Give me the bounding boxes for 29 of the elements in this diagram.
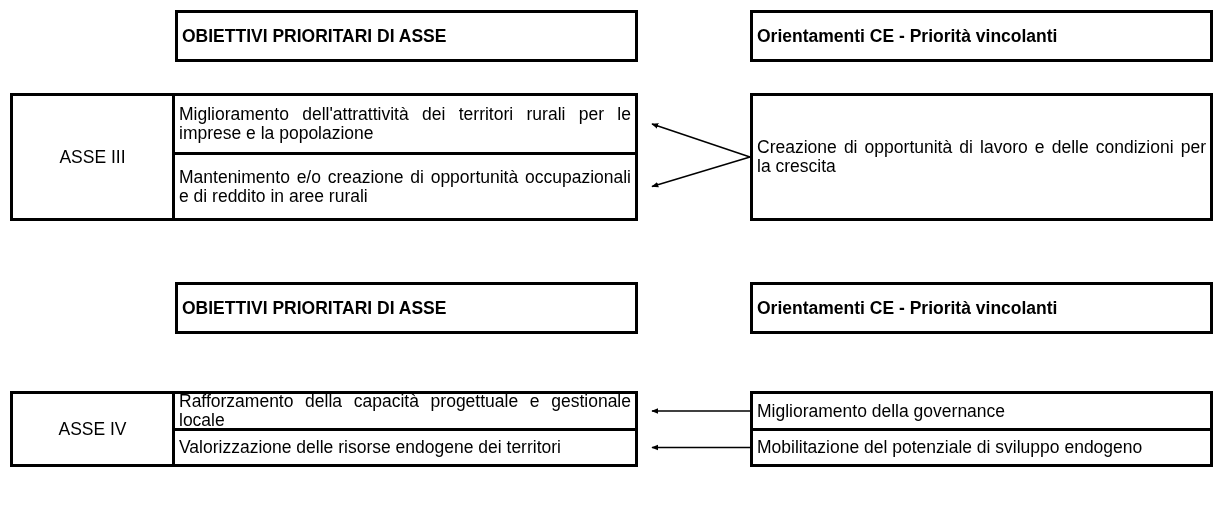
objective-text: Rafforzamento della capacità progettuale e gestionale locale <box>179 392 631 430</box>
header-text: Orientamenti CE - Priorità vincolanti <box>757 26 1059 46</box>
header-box <box>175 10 638 62</box>
header-text: OBIETTIVI PRIORITARI DI ASSE <box>182 298 448 318</box>
objective-box <box>172 428 638 467</box>
axis-box <box>10 93 175 221</box>
header-text: Orientamenti CE - Priorità vincolanti <box>757 298 1059 318</box>
axis-box <box>10 391 175 467</box>
header-text: OBIETTIVI PRIORITARI DI ASSE <box>182 26 448 46</box>
arrow <box>651 444 751 451</box>
objective-text: Miglioramento dell'attrattività dei territori rurali per le imprese e la popolazione <box>179 105 631 143</box>
objective-text: Valorizzazione delle risorse endogene dei territori <box>179 438 562 457</box>
objective-box <box>172 93 638 155</box>
objective-box <box>750 428 1213 467</box>
objective-text: Creazione di opportunità di lavoro e delle condizioni per la crescita <box>757 138 1206 176</box>
objective-box <box>172 152 638 221</box>
header-box <box>750 10 1213 62</box>
arrow <box>651 156 751 188</box>
objective-text: Miglioramento della governance <box>757 401 1007 421</box>
axis-label: ASSE IV <box>58 419 127 439</box>
header-box <box>175 282 638 334</box>
header-box <box>750 282 1213 334</box>
arrow <box>651 123 751 158</box>
objective-text: Mobilitazione del potenziale di sviluppo endogeno <box>757 438 1144 457</box>
arrow <box>651 408 751 414</box>
axis-label: ASSE III <box>59 147 126 167</box>
objective-box <box>750 93 1213 221</box>
objective-text: Mantenimento e/o creazione di opportunità occupazionali e di reddito in aree rurali <box>179 167 631 206</box>
objective-box <box>750 391 1213 431</box>
